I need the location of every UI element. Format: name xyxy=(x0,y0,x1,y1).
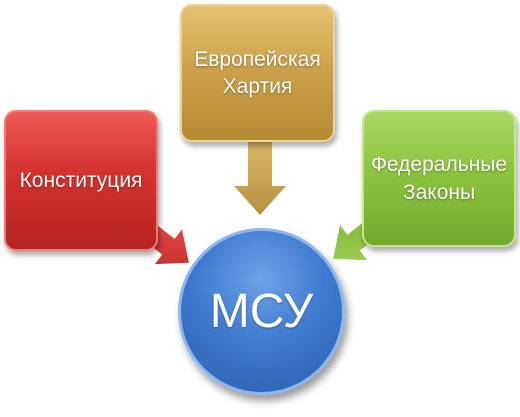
center-circle-msu: МСУ xyxy=(178,228,345,395)
box-federal-laws-line1: Федеральные xyxy=(370,153,508,177)
arrow-top-to-center xyxy=(234,142,286,215)
box-federal-laws-line2: Законы xyxy=(402,180,476,204)
center-circle-label: МСУ xyxy=(209,285,314,338)
box-european-charter-line2: Хартия xyxy=(222,75,293,98)
box-federal-laws: Федеральные Законы xyxy=(362,110,516,247)
box-constitution-label: Конституция xyxy=(19,168,143,192)
box-european-charter: Европейская Хартия xyxy=(180,4,335,142)
box-constitution: Конституция xyxy=(4,110,158,251)
box-federal-laws-label: Федеральные Законы xyxy=(371,151,507,206)
box-european-charter-label: Европейская Хартия xyxy=(194,46,321,101)
box-european-charter-line1: Европейская xyxy=(194,47,321,71)
